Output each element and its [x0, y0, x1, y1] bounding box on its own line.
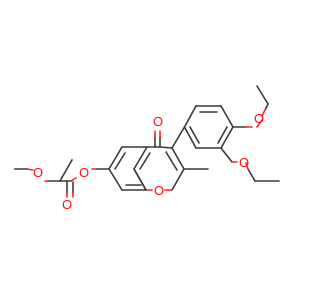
methoxy-group-top [232, 85, 269, 128]
atom-o-ester: O [33, 165, 43, 180]
atom-o-ether: O [79, 165, 89, 180]
molecule-structure-diagram: O O O O O O O [14, 85, 280, 212]
atom-o-methoxy-top: O [254, 111, 264, 126]
chromone-core [108, 126, 209, 191]
atom-o-methoxy-bottom: O [239, 155, 249, 170]
methoxy-group-bottom [220, 147, 280, 182]
atom-o-ring: O [154, 183, 164, 198]
atom-o-ester-carbonyl: O [62, 197, 72, 212]
oxygen-labels: O O O O O O O [33, 111, 264, 212]
dimethoxyphenyl-ring [183, 105, 234, 149]
ethyl-oxyacetate-chain [14, 159, 110, 198]
atom-o-carbonyl: O [153, 114, 163, 129]
